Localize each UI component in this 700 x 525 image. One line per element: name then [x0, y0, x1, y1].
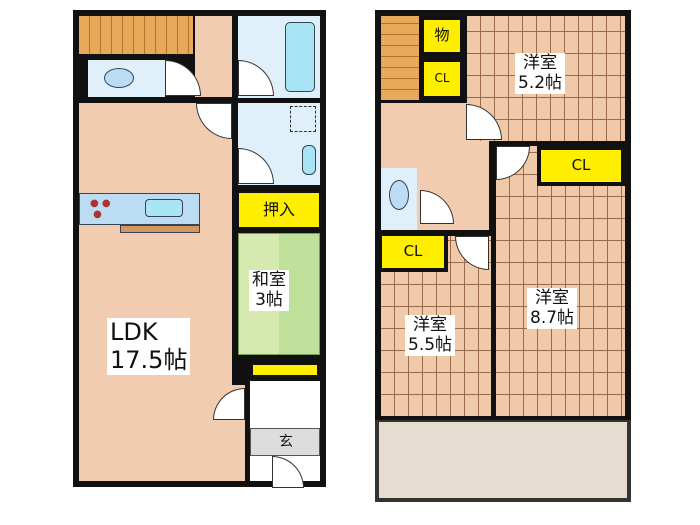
toilet-icon — [104, 68, 134, 88]
stairs-icon — [381, 16, 419, 100]
bathtub-icon — [285, 22, 315, 92]
counter-edge — [120, 225, 200, 233]
closet-8-7: CL — [537, 146, 625, 186]
sink-icon — [302, 145, 316, 175]
kitchen-sink-icon — [145, 199, 183, 217]
oshiire-closet: 押入 — [235, 189, 323, 231]
room-8-7 — [496, 146, 625, 416]
stairs-icon — [79, 16, 193, 54]
closet-5-5: CL — [378, 232, 448, 272]
shoe-storage — [250, 362, 320, 378]
upper-hall — [195, 16, 232, 97]
stove-icon: ● ● ● — [90, 198, 111, 220]
genkan-label: 玄 — [276, 433, 296, 452]
ldk-lower — [79, 385, 245, 481]
washing-machine-space-icon — [290, 106, 316, 132]
balcony — [375, 420, 631, 502]
toilet-icon — [389, 180, 409, 210]
entrance-door-icon — [272, 456, 304, 488]
closet-small: CL — [420, 58, 464, 100]
storage-mono: 物 — [420, 16, 464, 56]
